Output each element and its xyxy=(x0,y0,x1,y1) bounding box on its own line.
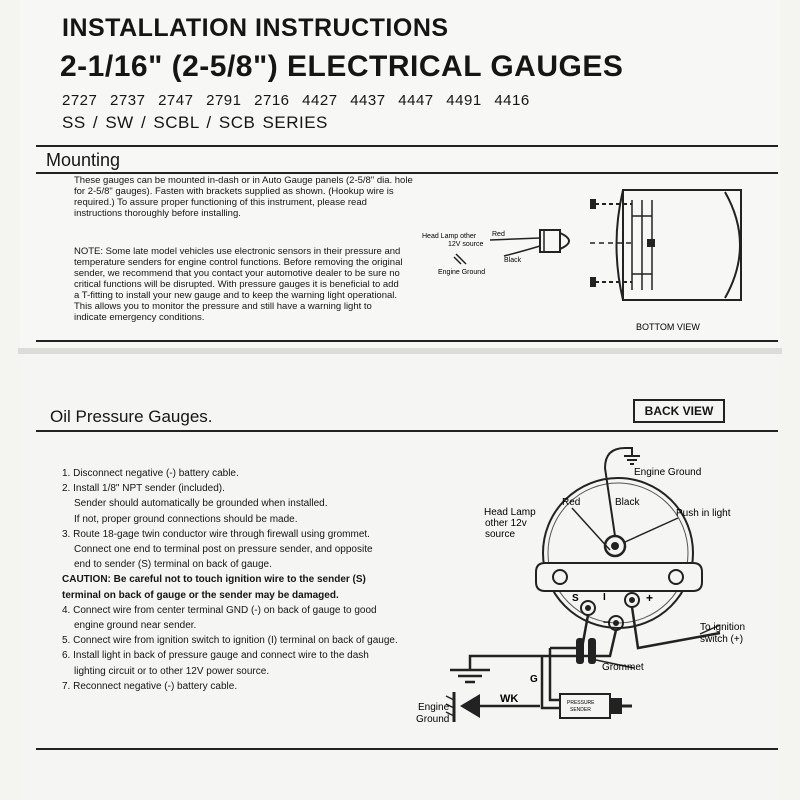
mounting-heading: Mounting xyxy=(46,150,121,170)
pressure-sender-label-1: PRESSURE xyxy=(567,700,595,706)
sheet-tear xyxy=(18,348,782,354)
black-wire xyxy=(503,245,541,257)
caution-line-1: CAUTION: Be careful not to touch ignitio… xyxy=(62,574,366,586)
push-in-light-label: Push in light xyxy=(676,508,731,519)
oil-heading: Oil Pressure Gauges. xyxy=(50,407,213,426)
step-2-line-3: If not, proper ground connections should… xyxy=(74,513,298,525)
minus-label: − xyxy=(603,615,610,629)
red-wire xyxy=(489,237,541,241)
engine-ground-bottom-label-2: Ground xyxy=(416,714,449,725)
gauge-body-outline xyxy=(622,189,742,301)
bottom-view-label: BOTTOM VIEW xyxy=(636,322,700,332)
plus-label: + xyxy=(646,591,653,605)
ground-wire xyxy=(468,629,618,670)
step-3: 3. Route 18-gage twin conductor wire thr… xyxy=(62,528,370,540)
pressure-sender xyxy=(559,693,611,719)
divider-top xyxy=(36,145,778,147)
g-label: G xyxy=(530,674,538,685)
step-4: 4. Connect wire from center terminal GND… xyxy=(62,604,377,616)
step-2: 2. Install 1/8" NPT sender (included). xyxy=(62,483,225,495)
source-label: source xyxy=(485,529,515,540)
divider-mounting xyxy=(36,172,778,174)
back-view-box: BACK VIEW xyxy=(633,399,725,423)
divider-mid xyxy=(36,340,778,342)
divider-oil xyxy=(36,430,778,432)
i-terminal-label: I xyxy=(603,592,606,603)
other-12v-label: other 12v xyxy=(485,518,527,529)
grommet-label: Grommet xyxy=(602,662,644,673)
engine-ground-label: Engine Ground xyxy=(438,269,485,276)
divider-bottom xyxy=(36,748,778,750)
black-wire-to-ground xyxy=(603,447,633,537)
grommet xyxy=(576,638,584,664)
model-numbers: 2727 2737 2747 2791 2716 4427 4437 4447 … xyxy=(62,92,530,109)
title-line-2: 2-1/16" (2-5/8") ELECTRICAL GAUGES xyxy=(60,50,624,83)
step-6: 6. Install light in back of pressure gau… xyxy=(62,650,369,662)
step-6-line-2: lighting circuit or to other 12V power s… xyxy=(74,665,270,677)
twelve-v-label: 12V source xyxy=(448,241,484,248)
gauge-lens xyxy=(724,191,741,299)
step-5: 5. Connect wire from ignition switch to … xyxy=(62,635,398,647)
black-label: Black xyxy=(615,497,640,508)
engine-ground-top-label: Engine Ground xyxy=(634,467,701,478)
ignition-wire xyxy=(630,606,721,650)
pressure-sender-label-2: SENDER xyxy=(570,707,591,713)
step-4-line-2: engine ground near sender. xyxy=(74,620,197,632)
wk-label: WK xyxy=(500,693,518,705)
red-label: Red xyxy=(492,231,505,238)
step-7: 7. Reconnect negative (-) battery cable. xyxy=(62,680,238,692)
bottom-view-diagram: Head Lamp other 12V source Red Black Eng… xyxy=(422,189,742,332)
to-ignition-label: To ignition xyxy=(700,622,745,633)
step-3-line-2: Connect one end to terminal post on pres… xyxy=(74,544,373,556)
title-line-1: INSTALLATION INSTRUCTIONS xyxy=(62,14,449,42)
mounting-paragraph: These gauges can be mounted in-dash or i… xyxy=(74,175,413,219)
step-3-line-3: end to sender (S) terminal on back of ga… xyxy=(74,559,272,571)
series-line: SS / SW / SCBL / SCB SERIES xyxy=(62,113,328,132)
mounting-bracket xyxy=(535,562,703,592)
red-label: Red xyxy=(562,497,580,508)
step-2-line-2: Sender should automatically be grounded … xyxy=(74,498,328,510)
wk-arrow xyxy=(460,694,480,718)
mounting-note: NOTE: Some late model vehicles use elect… xyxy=(74,246,403,323)
s-terminal-label: S xyxy=(572,593,579,604)
switch-plus-label: switch (+) xyxy=(700,634,743,645)
bulb-socket xyxy=(539,229,561,253)
gauge-back-circle xyxy=(542,477,694,629)
engine-ground-bottom-label-1: Engine xyxy=(418,702,450,713)
head-lamp-label: Head Lamp other xyxy=(422,233,477,240)
oil-wiring-diagram: Engine Ground Head Lamp other 12v source… xyxy=(416,447,745,725)
black-label: Black xyxy=(504,257,522,264)
step-1: 1. Disconnect negative (-) battery cable… xyxy=(62,468,239,479)
top-sheet xyxy=(20,0,780,352)
head-lamp-label: Head Lamp xyxy=(484,507,536,518)
install-steps: 1. Disconnect negative (-) battery cable… xyxy=(62,466,432,694)
caution-line-2: terminal on back of gauge or the sender … xyxy=(62,589,339,601)
red-wire xyxy=(571,507,611,551)
